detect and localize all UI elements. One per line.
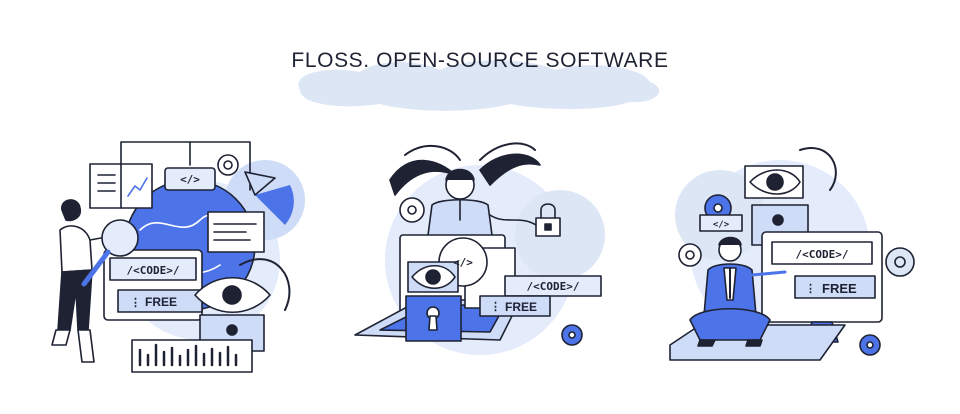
free-label: FREE: [822, 281, 857, 296]
tag-label: </>: [180, 173, 200, 186]
free-dots: ⋮: [490, 301, 501, 313]
equalizer-box: [131, 339, 253, 373]
target-icon: [678, 243, 702, 267]
man-figure: [689, 236, 787, 347]
gear-icon: [217, 154, 239, 176]
tag-label: </>: [713, 220, 730, 230]
page-title: FLOSS. OPEN-SOURCE SOFTWARE: [291, 49, 669, 72]
free-box: [479, 295, 551, 317]
title-cloud-shape: [298, 60, 660, 111]
tag-box: [699, 214, 743, 232]
free-label: FREE: [145, 295, 177, 309]
gear-icon-right: [885, 247, 915, 277]
free-dots: ⋮: [130, 297, 141, 309]
tag-box: [164, 167, 216, 191]
code-tag: /<CODE>/: [127, 264, 180, 277]
code-tag: /<CODE>/: [796, 248, 849, 261]
pie-chart-icon: [244, 171, 276, 196]
code-box: [504, 275, 602, 297]
code-tag: /<CODE>/: [527, 280, 580, 293]
free-dots: ⋮: [805, 283, 816, 295]
tag-label: </>: [453, 256, 473, 269]
gear-icon: [399, 197, 425, 223]
magnifier-icon: [101, 219, 139, 257]
free-label: FREE: [505, 300, 537, 314]
free-box: [794, 275, 876, 299]
